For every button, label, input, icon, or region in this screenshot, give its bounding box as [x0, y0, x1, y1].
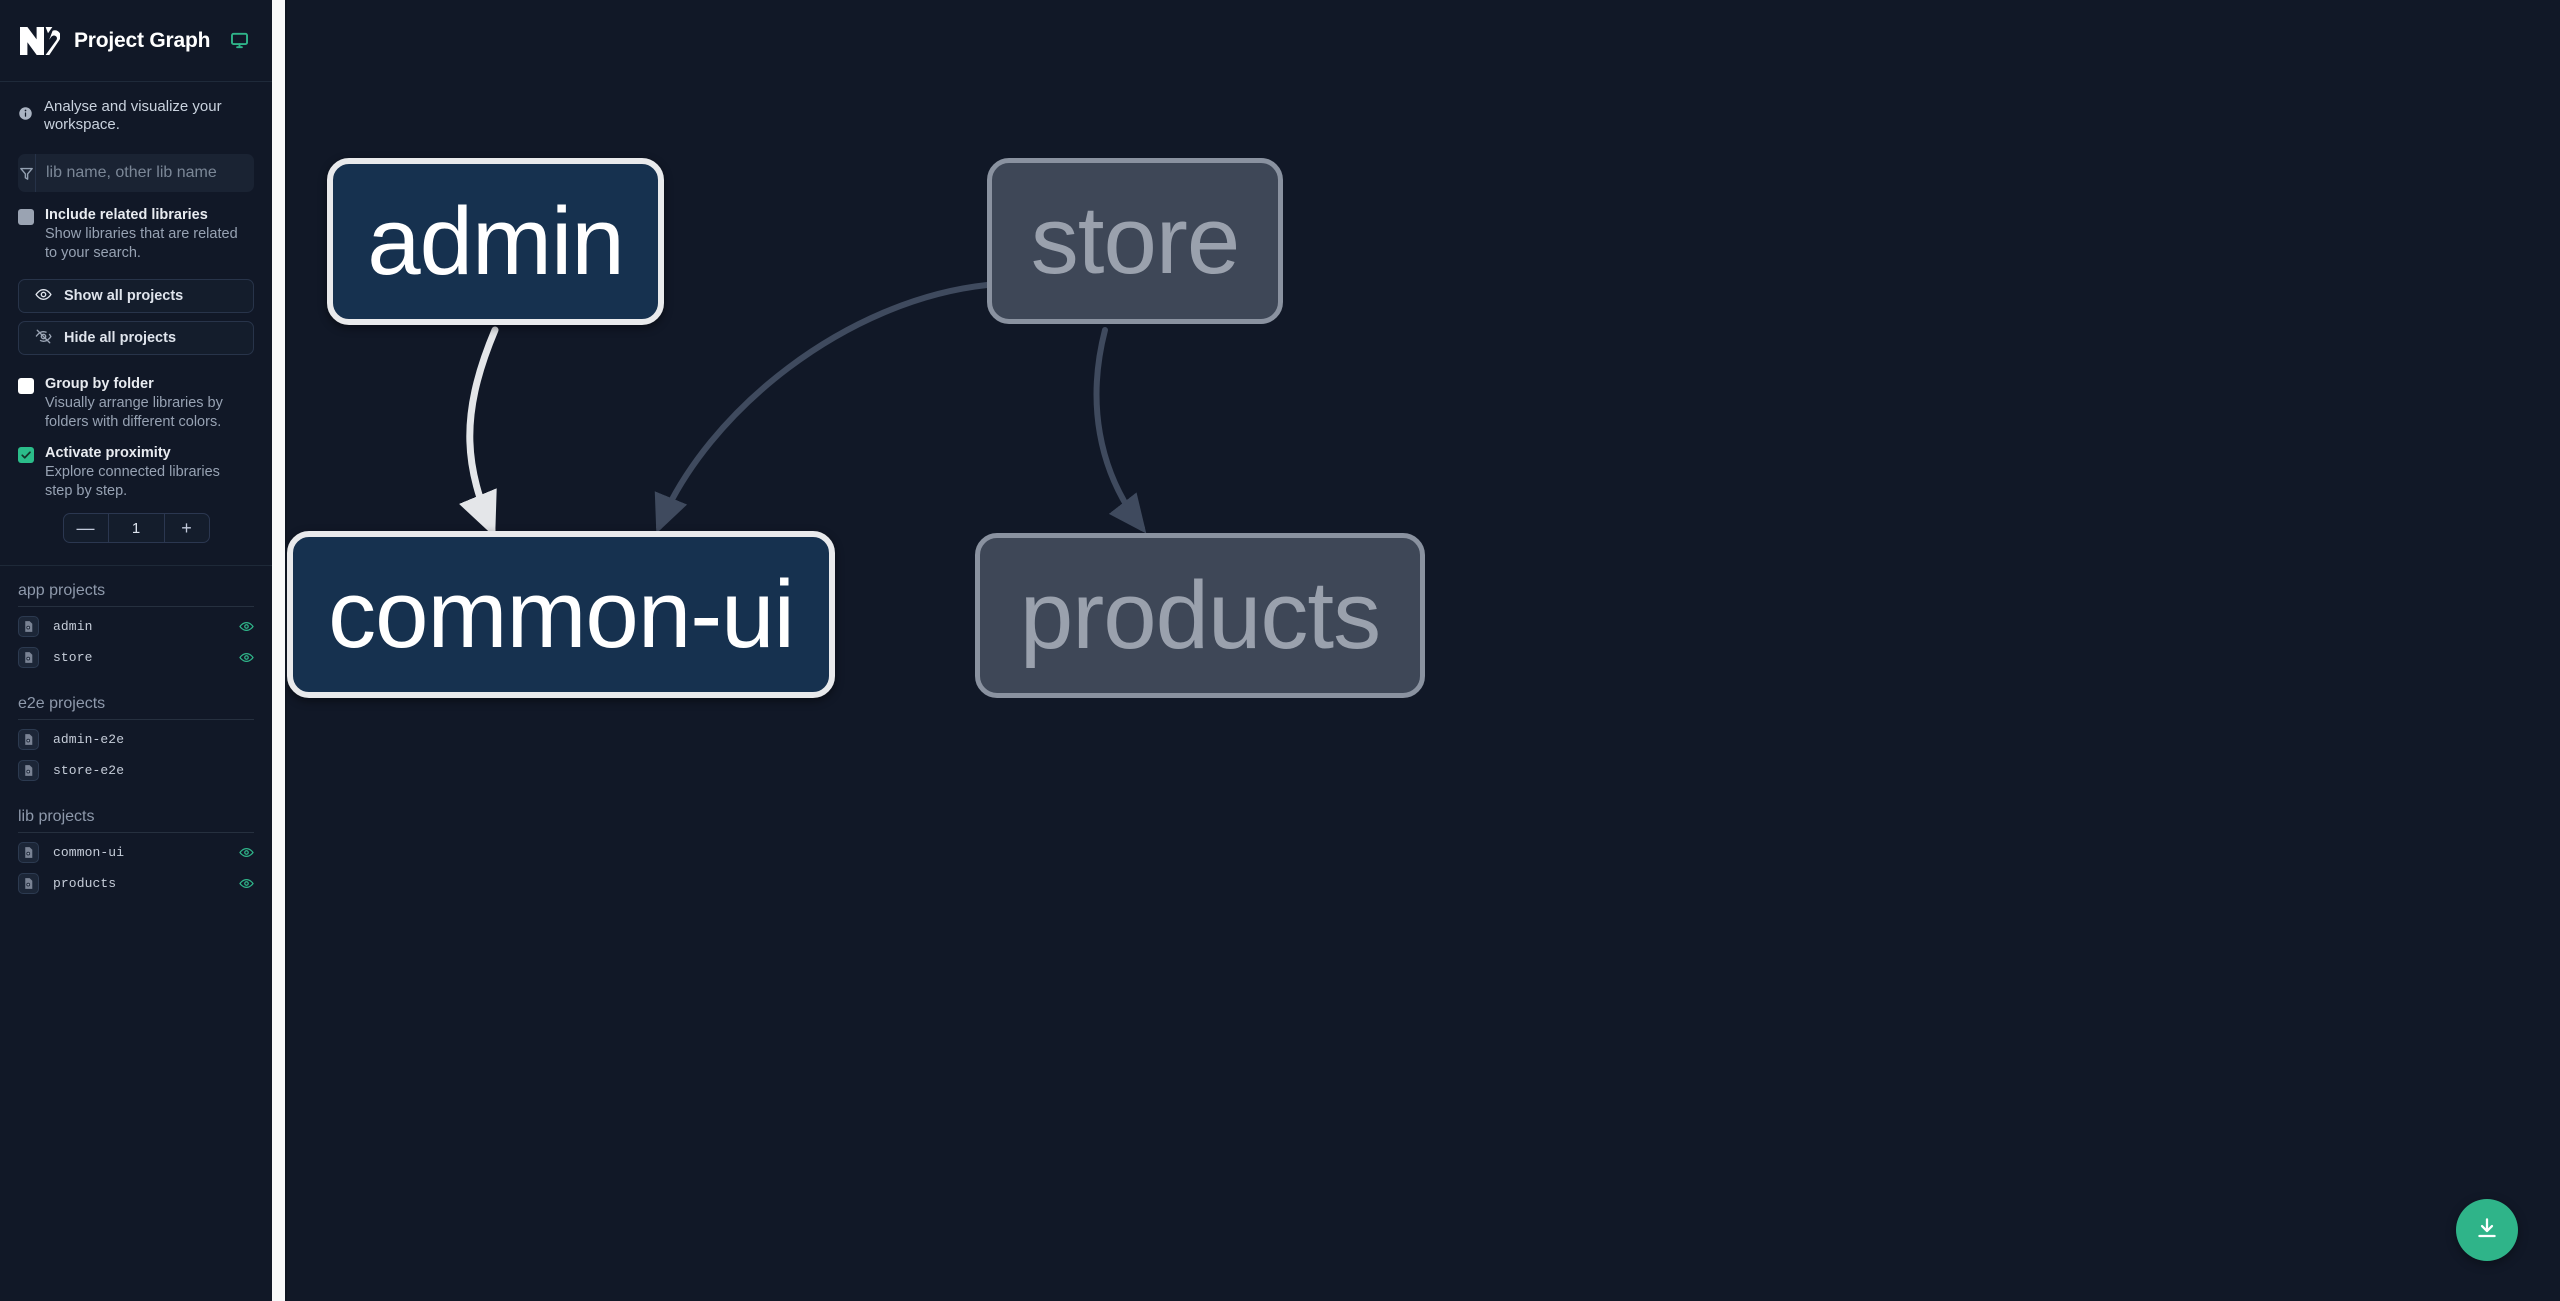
project-file-icon — [18, 616, 39, 637]
project-name: store — [53, 650, 93, 665]
checkbox-activate-proximity[interactable] — [18, 447, 34, 463]
page-title: Project Graph — [74, 28, 211, 52]
project-group-lib: lib projects common-ui — [18, 808, 254, 899]
project-group-app: app projects admin — [18, 582, 254, 673]
proximity-value: 1 — [131, 519, 141, 537]
graph-node-admin[interactable]: admin — [327, 158, 664, 325]
project-file-icon — [18, 760, 39, 781]
project-group-title: app projects — [18, 582, 106, 599]
show-all-projects-label: Show all projects — [64, 288, 184, 304]
option-title: Activate proximity — [45, 445, 171, 461]
hide-all-projects-button[interactable]: Hide all projects — [18, 321, 254, 355]
project-group-e2e: e2e projects admin-e2e — [18, 695, 254, 786]
project-row-admin-e2e[interactable]: admin-e2e — [18, 724, 254, 755]
option-include-related-libraries[interactable]: Include related libraries Show libraries… — [0, 192, 272, 263]
info-icon — [18, 106, 34, 126]
proximity-stepper-wrap: — 1 + — [0, 501, 272, 543]
project-name: products — [53, 876, 117, 891]
filter-icon — [18, 154, 36, 192]
option-description: Explore connected libraries step by step… — [45, 464, 220, 499]
option-title: Include related libraries — [45, 207, 208, 223]
graph-node-store[interactable]: store — [987, 158, 1283, 324]
project-file-icon — [18, 842, 39, 863]
edge-store-to-products — [1093, 327, 1147, 534]
eye-off-icon — [35, 328, 52, 349]
eye-icon — [35, 286, 52, 307]
option-group-by-folder[interactable]: Group by folder Visually arrange librari… — [0, 355, 272, 432]
project-file-icon — [18, 647, 39, 668]
sidebar-header: Project Graph — [0, 0, 272, 82]
graph-node-label: admin — [367, 187, 624, 295]
project-group-title: lib projects — [18, 808, 95, 825]
option-text-group: Activate proximity Explore connected lib… — [45, 444, 241, 501]
graph-node-label: common-ui — [328, 560, 795, 668]
project-row-store[interactable]: store — [18, 642, 254, 673]
tagline-text: Analyse and visualize your workspace. — [44, 98, 222, 133]
option-text-group: Group by folder Visually arrange librari… — [45, 375, 241, 432]
group-rule — [18, 832, 254, 833]
checkbox-group-by-folder[interactable] — [18, 378, 34, 394]
project-lists: app projects admin — [0, 566, 272, 921]
option-text-group: Include related libraries Show libraries… — [45, 206, 241, 263]
project-file-icon — [18, 729, 39, 750]
project-name: common-ui — [53, 845, 125, 860]
option-description: Visually arrange libraries by folders wi… — [45, 395, 223, 430]
project-row-store-e2e[interactable]: store-e2e — [18, 755, 254, 786]
project-file-icon — [18, 873, 39, 894]
show-all-projects-button[interactable]: Show all projects — [18, 279, 254, 313]
edge-admin-to-common-ui — [459, 326, 499, 538]
project-row-products[interactable]: products — [18, 868, 254, 899]
sidebar: Project Graph Analyse and visualize your… — [0, 0, 272, 1301]
edge-store-to-common-ui — [654, 282, 990, 534]
sidebar-resize-handle[interactable] — [272, 0, 285, 1301]
option-title: Group by folder — [45, 376, 154, 392]
checkbox-include-related-libraries[interactable] — [18, 209, 34, 225]
project-group-title: e2e projects — [18, 695, 106, 712]
visibility-button-group: Show all projects Hide all projects — [0, 263, 272, 355]
option-description: Show libraries that are related to your … — [45, 226, 238, 261]
project-row-admin[interactable]: admin — [18, 611, 254, 642]
project-name: store-e2e — [53, 763, 125, 778]
sidebar-resize-edge — [285, 0, 287, 1301]
graph-node-products[interactable]: products — [975, 533, 1425, 698]
project-visibility-eye-icon[interactable] — [238, 845, 254, 861]
proximity-increment-button[interactable]: + — [163, 514, 209, 542]
project-visibility-eye-icon[interactable] — [238, 650, 254, 666]
sidebar-divider — [0, 565, 272, 566]
search-input[interactable] — [36, 154, 254, 192]
proximity-stepper: — 1 + — [62, 513, 210, 543]
search-container — [0, 146, 272, 192]
graph-canvas[interactable]: admin store common-ui products — [287, 0, 2560, 1301]
tagline-row: Analyse and visualize your workspace. — [0, 82, 272, 146]
graph-node-label: store — [1030, 187, 1240, 294]
option-activate-proximity[interactable]: Activate proximity Explore connected lib… — [0, 432, 272, 501]
project-row-common-ui[interactable]: common-ui — [18, 837, 254, 868]
group-rule — [18, 719, 254, 720]
group-rule — [18, 606, 254, 607]
project-visibility-eye-icon[interactable] — [238, 876, 254, 892]
graph-node-common-ui[interactable]: common-ui — [287, 531, 835, 698]
hide-all-projects-label: Hide all projects — [64, 330, 177, 346]
proximity-decrement-button[interactable]: — — [64, 514, 109, 542]
search-box[interactable] — [18, 154, 254, 192]
graph-node-label: products — [1019, 561, 1381, 669]
project-name: admin-e2e — [53, 732, 125, 747]
project-visibility-eye-icon[interactable] — [238, 619, 254, 635]
monitor-icon[interactable] — [230, 31, 249, 50]
download-icon — [2474, 1215, 2500, 1246]
download-graph-button[interactable] — [2456, 1199, 2518, 1261]
nx-logo-icon — [18, 25, 61, 57]
graph-edges-layer — [459, 282, 1147, 538]
project-name: admin — [53, 619, 93, 634]
